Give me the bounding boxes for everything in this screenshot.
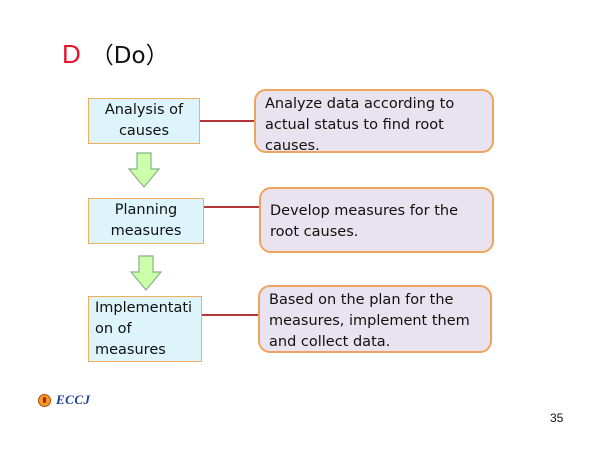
step-line: Planning: [114, 202, 178, 218]
connector-line: [202, 314, 260, 316]
desc-line: causes.: [265, 138, 320, 154]
desc-line: measures, implement them: [269, 313, 470, 329]
title-letter: D: [62, 39, 81, 69]
desc-line: Based on the plan for the: [269, 292, 454, 308]
step-box-planning: Planning measures: [88, 198, 204, 244]
connector-line: [200, 120, 254, 122]
step-line: Analysis of: [104, 102, 184, 118]
step-line: on of: [95, 320, 132, 337]
connector-line: [204, 206, 262, 208]
desc-line: Develop measures for the: [270, 203, 459, 219]
title-subtitle: （Do）: [90, 43, 169, 69]
eccj-logo-icon: [38, 393, 51, 407]
down-arrow-icon: [130, 255, 162, 291]
step-line: Implementati: [95, 299, 193, 316]
desc-line: Analyze data according to: [265, 96, 455, 112]
eccj-logo: ECCJ: [38, 392, 91, 408]
down-arrow-icon: [128, 152, 160, 188]
desc-box-analysis: Analyze data according to actual status …: [254, 89, 494, 154]
desc-line: actual status to find root: [265, 117, 444, 133]
desc-line: root causes.: [270, 224, 359, 240]
step-line: causes: [118, 123, 170, 139]
desc-line: and collect data.: [269, 334, 391, 350]
step-line: measures: [110, 223, 182, 239]
desc-box-implementation: Based on the plan for the measures, impl…: [258, 285, 492, 353]
desc-box-planning: Develop measures for the root causes.: [259, 187, 494, 253]
page-number: 35: [550, 411, 564, 425]
step-box-implementation: Implementati on of measures: [88, 296, 202, 362]
logo-text: ECCJ: [56, 392, 91, 407]
step-box-analysis: Analysis of causes: [88, 98, 200, 144]
slide-title: D （Do）: [62, 36, 169, 70]
step-line: measures: [95, 341, 166, 358]
